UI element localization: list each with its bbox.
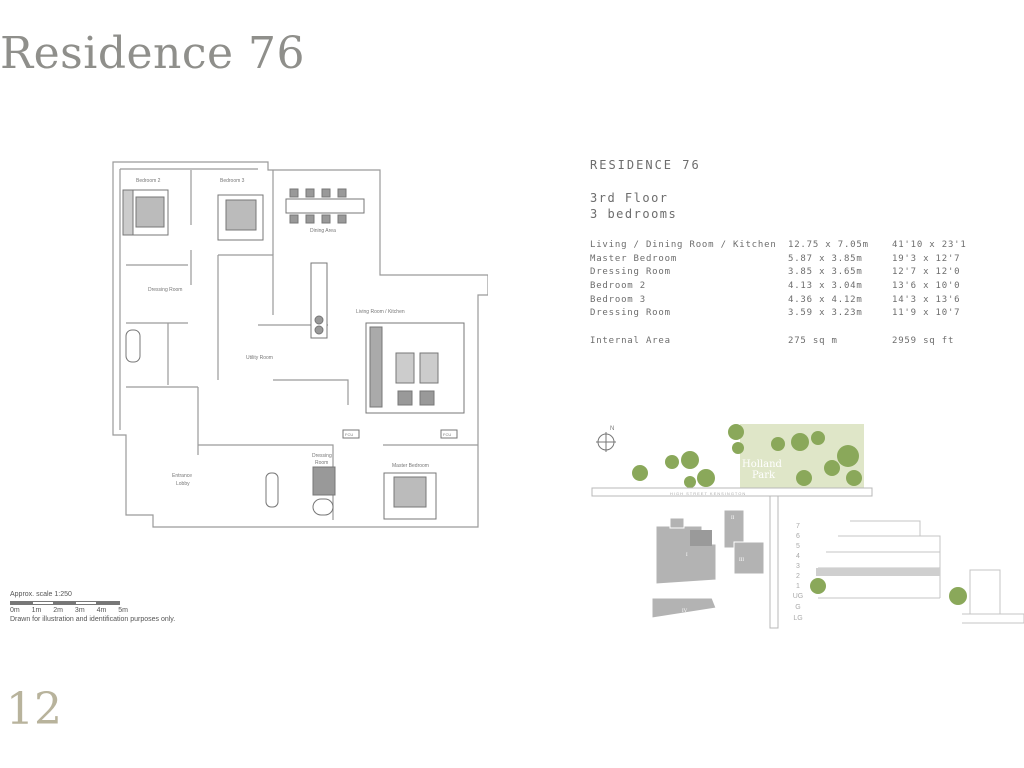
internal-area-metric: 275 sq m xyxy=(788,335,838,346)
label-dressing1: Dressing Room xyxy=(148,287,182,293)
label-living: Living Room / Kitchen xyxy=(356,309,405,315)
room-row: Living / Dining Room / Kitchen 12.75 x 7.… xyxy=(590,238,967,252)
label-master: Master Bedroom xyxy=(392,463,429,469)
room-name: Master Bedroom xyxy=(590,253,678,264)
level-label: 4 xyxy=(796,553,800,560)
room-row: Bedroom 2 4.13 x 3.04m 13'6 x 10'0 xyxy=(590,279,967,293)
north-arrow-icon xyxy=(596,432,616,452)
scale-note: Drawn for illustration and identificatio… xyxy=(10,616,176,623)
section-trees xyxy=(810,578,967,605)
room-name: Living / Dining Room / Kitchen xyxy=(590,239,777,250)
label-fcu-1: FCU xyxy=(345,432,353,437)
room-metric: 3.85 x 3.65m xyxy=(788,267,863,278)
level-label: LG xyxy=(793,615,802,622)
room-imperial: 19'3 x 12'7 xyxy=(892,253,961,264)
spec-bedrooms: 3 bedrooms xyxy=(590,207,678,221)
spec-floor: 3rd Floor xyxy=(590,191,669,205)
scale-bar xyxy=(10,601,120,605)
level-label: 5 xyxy=(796,543,800,550)
level-label: 6 xyxy=(796,533,800,540)
scale-tick: 1m xyxy=(31,607,42,614)
scale-tick: 5m xyxy=(118,607,128,614)
room-name: Bedroom 3 xyxy=(590,294,646,305)
building-label-1: I xyxy=(686,553,688,558)
section-diagram xyxy=(816,520,1024,624)
room-imperial: 41'10 x 23'1 xyxy=(892,239,967,250)
buildings xyxy=(651,509,765,619)
room-metric: 5.87 x 3.85m xyxy=(788,253,863,264)
floor-plan: Bedroom 2 Bedroom 3 Dining Area Dressing… xyxy=(112,161,488,528)
scale-tick: 0m xyxy=(10,607,20,614)
level-label: G xyxy=(795,604,800,611)
label-bedroom3: Bedroom 3 xyxy=(220,178,245,184)
room-name: Bedroom 2 xyxy=(590,280,646,291)
room-metric: 4.36 x 4.12m xyxy=(788,294,863,305)
building-highlight xyxy=(690,530,712,546)
spec-heading: RESIDENCE 76 xyxy=(590,158,701,172)
label-fcu-2: FCU xyxy=(443,432,451,437)
page-number: 12 xyxy=(6,684,62,735)
level-labels: 7 6 5 4 3 2 1 UG G LG xyxy=(793,523,804,622)
room-row: Dressing Room 3.85 x 3.65m 12'7 x 12'0 xyxy=(590,265,967,279)
park-label-2: Park xyxy=(752,470,776,481)
room-metric: 4.13 x 3.04m xyxy=(788,280,863,291)
label-bedroom2: Bedroom 2 xyxy=(136,178,161,184)
scale-ticks: 0m 1m 2m 3m 4m 5m xyxy=(10,607,128,614)
room-imperial: 14'3 x 13'6 xyxy=(892,294,961,305)
building-label-3: III xyxy=(739,558,744,563)
label-lobby: Lobby xyxy=(176,481,190,487)
room-row: Master Bedroom 5.87 x 3.85m 19'3 x 12'7 xyxy=(590,252,967,266)
main-road xyxy=(591,487,873,497)
trees xyxy=(632,424,862,488)
building-label-2: II xyxy=(731,516,735,521)
internal-area-label: Internal Area xyxy=(590,335,671,346)
room-imperial: 11'9 x 10'7 xyxy=(892,308,961,319)
room-name: Dressing Room xyxy=(590,308,671,319)
scale-tick: 3m xyxy=(74,607,85,614)
scale-label: Approx. scale 1:250 xyxy=(10,591,72,598)
level-label: 3 xyxy=(796,563,800,570)
building-label-4: IV xyxy=(682,609,688,614)
room-metric: 12.75 x 7.05m xyxy=(788,239,869,250)
label-dressing2a: Dressing xyxy=(312,453,332,459)
label-dining: Dining Area xyxy=(310,228,336,234)
label-utility: Utility Room xyxy=(246,355,273,361)
internal-area-imperial: 2959 sq ft xyxy=(892,335,955,346)
scale-tick: 4m xyxy=(96,607,107,614)
level-label: 1 xyxy=(796,583,800,590)
room-row: Dressing Room 3.59 x 3.23m 11'9 x 10'7 xyxy=(590,306,967,320)
north-label: N xyxy=(610,426,614,432)
spec-block: RESIDENCE 76 3rd Floor 3 bedrooms Living… xyxy=(590,158,967,348)
label-entrance: Entrance xyxy=(172,473,192,479)
level-label: UG xyxy=(793,593,804,600)
level-label: 2 xyxy=(796,573,800,580)
scale-block: Approx. scale 1:250 0m 1m 2m 3m 4m 5m Dr… xyxy=(10,591,175,623)
label-dressing2b: Room xyxy=(315,460,328,466)
page-title: Residence 76 xyxy=(0,28,306,79)
street-label: HIGH STREET KENSINGTON xyxy=(670,491,746,496)
room-imperial: 12'7 x 12'0 xyxy=(892,267,961,278)
room-row: Bedroom 3 4.36 x 4.12m 14'3 x 13'6 xyxy=(590,293,967,307)
internal-area-row: Internal Area 275 sq m 2959 sq ft xyxy=(590,334,967,348)
side-road xyxy=(769,495,779,629)
room-name: Dressing Room xyxy=(590,267,671,278)
park-label-1: Holland xyxy=(742,459,783,470)
room-table: Living / Dining Room / Kitchen 12.75 x 7.… xyxy=(590,238,967,348)
room-metric: 3.59 x 3.23m xyxy=(788,308,863,319)
scale-tick: 2m xyxy=(53,607,64,614)
level-label: 7 xyxy=(796,523,800,530)
location-map: N Holland Park HIGH STREET KENSINGTON I … xyxy=(591,424,1024,629)
room-imperial: 13'6 x 10'0 xyxy=(892,280,961,291)
